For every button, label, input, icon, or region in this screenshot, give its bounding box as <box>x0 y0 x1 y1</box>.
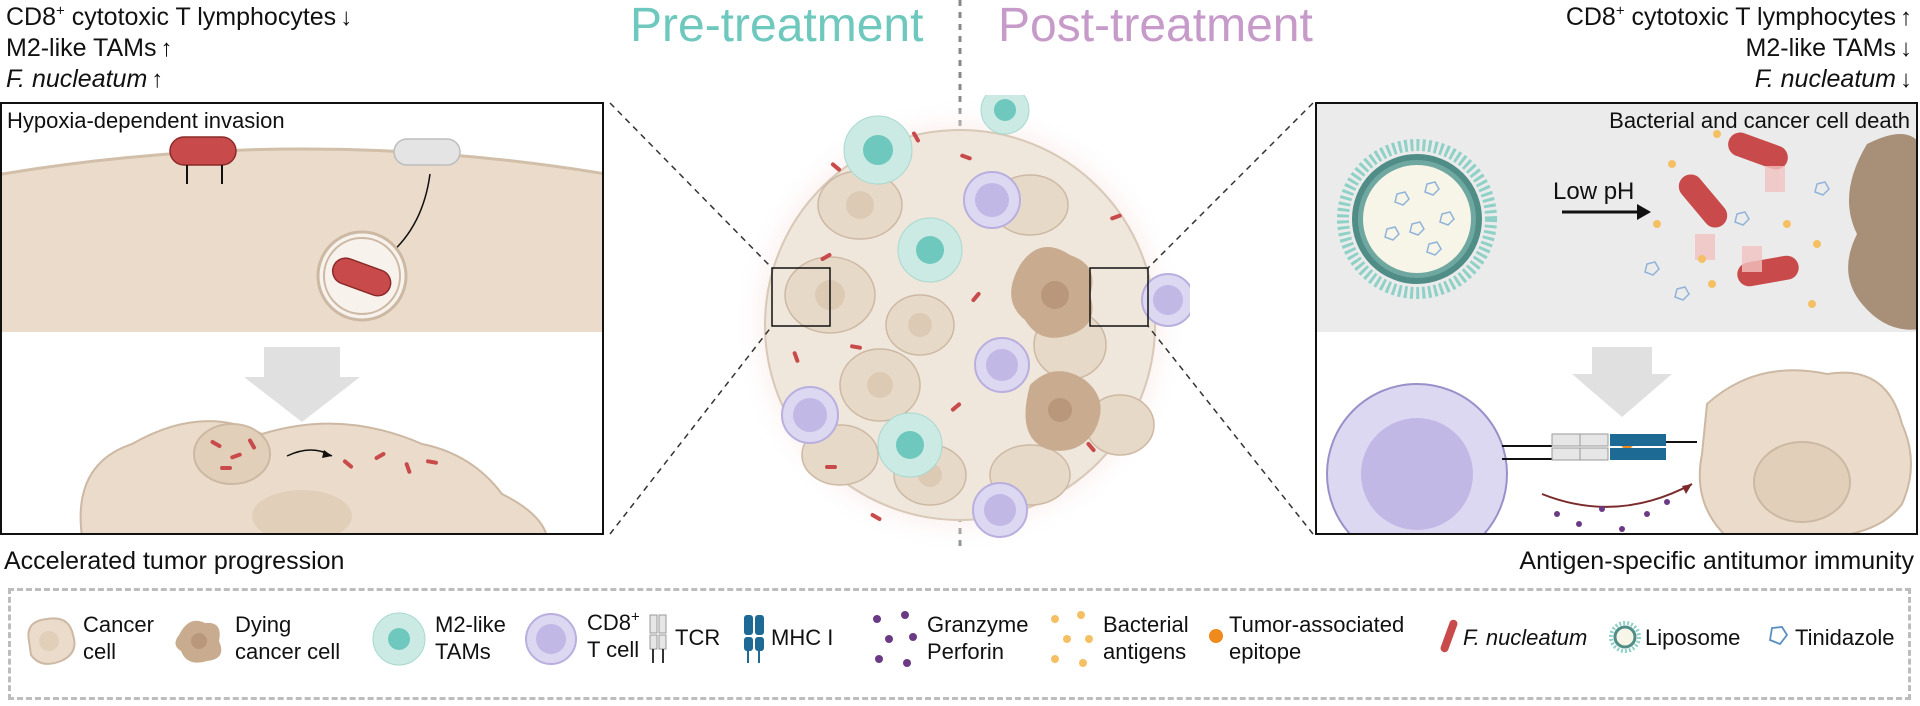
left-stats: CD8+ cytotoxic T lymphocytes↓ M2-like TA… <box>6 2 352 95</box>
legend-mhc-label: MHC I <box>771 625 834 650</box>
legend-tam-icon <box>372 612 426 666</box>
legend-cancer-cell-icon <box>27 617 76 665</box>
legend-epitope-icon <box>1209 629 1223 643</box>
right-stats: CD8+ cytotoxic T lymphocytes↑ M2-like TA… <box>1566 2 1912 95</box>
legend-tinidazole-icon <box>1768 626 1789 646</box>
legend-liposome-icon <box>1609 621 1641 653</box>
tumor-sphere <box>732 95 1190 553</box>
left-panel-illustration <box>2 136 602 533</box>
legend-liposome-label: Liposome <box>1645 625 1741 650</box>
legend-cd8-label: CD8+T cell <box>587 608 640 662</box>
legend-cd8-icon <box>525 613 577 665</box>
left-stat-fn: F. nucleatum↑ <box>6 65 164 93</box>
pre-treatment-heading: Pre-treatment <box>630 0 924 52</box>
right-panel-title: Bacterial and cancer cell death <box>1609 108 1910 133</box>
legend-tcr-icon <box>649 614 667 663</box>
post-treatment-heading: Post-treatment <box>998 0 1313 52</box>
legend-mhc-icon <box>744 615 764 663</box>
legend-tcr-label: TCR <box>675 625 721 650</box>
right-stat-cd8: CD8+ cytotoxic T lymphocytes↑ <box>1565 2 1912 31</box>
legend-fn-label: F. nucleatum <box>1463 625 1588 650</box>
right-stat-tams: M2-like TAMs↓ <box>1745 34 1912 62</box>
legend-granzyme-icon <box>873 611 917 667</box>
legend-tinidazole-label: Tinidazole <box>1795 625 1895 650</box>
legend-bact-antigen-icon <box>1051 611 1093 667</box>
left-panel: Hypoxia-dependent invasion <box>0 102 604 535</box>
right-panel-illustration <box>1317 104 1916 533</box>
left-stat-cd8: CD8+ cytotoxic T lymphocytes↓ <box>6 2 353 31</box>
right-panel: Bacterial and cancer cell death Low pH <box>1315 102 1918 535</box>
low-ph-label: Low pH <box>1553 178 1635 205</box>
right-stat-fn: F. nucleatum↓ <box>1754 65 1912 93</box>
legend-dying-cell-icon <box>175 620 222 663</box>
left-stat-tams: M2-like TAMs↑ <box>6 34 173 62</box>
left-caption-visible: Accelerated tumor progression <box>4 547 345 575</box>
legend-fn-icon <box>1440 619 1458 653</box>
left-panel-title: Hypoxia-dependent invasion <box>7 108 285 133</box>
right-caption: Antigen-specific antitumor immunity <box>1519 547 1914 575</box>
zoom-lines <box>609 102 1314 535</box>
